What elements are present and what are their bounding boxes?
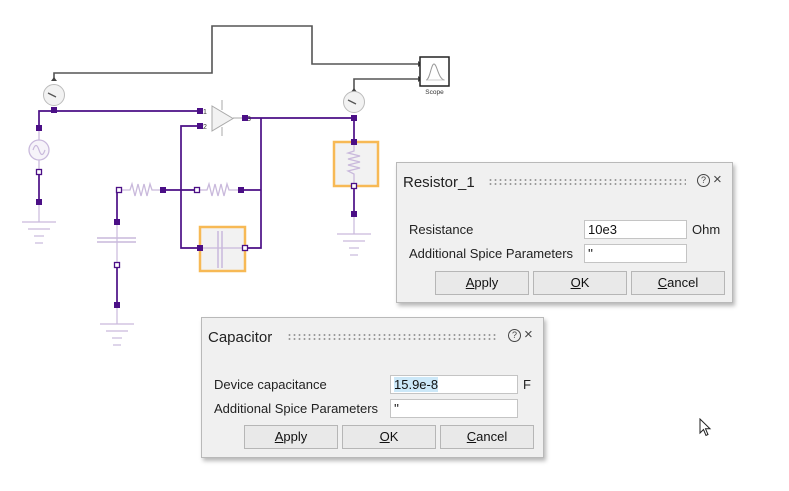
ammeter-1[interactable]: [43, 84, 65, 106]
drag-handle[interactable]: [488, 178, 686, 186]
scope-label: Scope: [425, 89, 444, 96]
apply-button[interactable]: Apply: [435, 271, 529, 295]
mouse-cursor-icon: [699, 418, 712, 437]
ammeter-2[interactable]: [343, 91, 365, 113]
opamp-pin-1: 1: [203, 109, 207, 116]
resistor-dialog: Resistor_1 ? × Resistance 10e3 Ohm Addit…: [396, 162, 733, 303]
resistor-load[interactable]: [332, 140, 380, 188]
help-icon[interactable]: ?: [508, 329, 521, 342]
arrow-head: [51, 77, 57, 81]
cancel-mnemonic: C: [657, 275, 668, 290]
spice-params-label: Additional Spice Parameters: [214, 401, 379, 416]
wire: [116, 189, 119, 222]
apply-mnemonic: A: [274, 429, 284, 444]
ground-2[interactable]: [100, 305, 134, 346]
signal-arrows: [51, 61, 422, 92]
spice-params-input[interactable]: '': [584, 244, 687, 263]
port-markers-filled: [36, 107, 357, 308]
wire: [245, 118, 262, 249]
capacitance-input[interactable]: 15.9e-8: [390, 375, 518, 394]
voltage-source[interactable]: [28, 128, 50, 172]
ok-mnemonic: O: [379, 429, 390, 444]
apply-label: pply: [283, 429, 308, 444]
ok-button[interactable]: OK: [533, 271, 627, 295]
resistance-unit: Ohm: [692, 222, 721, 237]
help-icon[interactable]: ?: [697, 174, 710, 187]
scope-waveform-icon: [425, 63, 445, 81]
ground-3[interactable]: [337, 215, 371, 256]
signal-wire-ammeter2-to-scope[interactable]: [353, 78, 418, 90]
cancel-button[interactable]: Cancel: [440, 425, 534, 449]
resistance-label: Resistance: [409, 222, 474, 237]
electrical-wires: [38, 110, 355, 305]
spice-params-input[interactable]: '': [390, 399, 518, 418]
ok-mnemonic: O: [570, 275, 581, 290]
ok-label: K: [580, 275, 590, 290]
close-icon[interactable]: ×: [713, 171, 722, 188]
spice-params-label: Additional Spice Parameters: [409, 246, 574, 261]
apply-button[interactable]: Apply: [244, 425, 338, 449]
ok-label: K: [389, 429, 399, 444]
ground-1[interactable]: [22, 203, 56, 244]
signal-wires: [53, 25, 418, 90]
wire: [180, 125, 200, 249]
capacitance-unit: F: [523, 377, 531, 392]
dialog-title: Resistor_1: [403, 174, 475, 191]
cancel-mnemonic: C: [466, 429, 477, 444]
op-amp[interactable]: 1 2 3: [203, 100, 251, 136]
capacitance-label: Device capacitance: [214, 377, 327, 392]
capacitor-feedback[interactable]: [198, 225, 247, 273]
capacitance-value: 15.9e-8: [394, 377, 439, 392]
arrow-head: [351, 88, 357, 92]
apply-label: pply: [474, 275, 499, 290]
port-markers-hollow: [35, 168, 358, 269]
wire: [38, 110, 200, 128]
resistor-feedback[interactable]: [199, 181, 239, 197]
scope-block[interactable]: Scope: [419, 56, 450, 96]
cancel-label: ancel: [476, 429, 508, 444]
ok-button[interactable]: OK: [342, 425, 436, 449]
capacitor-input[interactable]: [97, 222, 136, 265]
opamp-pin-3: 3: [247, 116, 251, 123]
apply-mnemonic: A: [465, 275, 475, 290]
cancel-button[interactable]: Cancel: [631, 271, 725, 295]
dialog-title: Capacitor: [208, 329, 273, 346]
signal-wire-ammeter1-to-scope[interactable]: [53, 25, 418, 79]
capacitor-dialog: Capacitor ? × Device capacitance 15.9e-8…: [201, 317, 544, 458]
cancel-label: ancel: [667, 275, 699, 290]
resistor-input[interactable]: [121, 181, 161, 197]
close-icon[interactable]: ×: [524, 326, 533, 343]
drag-handle[interactable]: [287, 333, 497, 341]
resistance-input[interactable]: 10e3: [584, 220, 687, 239]
opamp-pin-2: 2: [203, 124, 207, 131]
